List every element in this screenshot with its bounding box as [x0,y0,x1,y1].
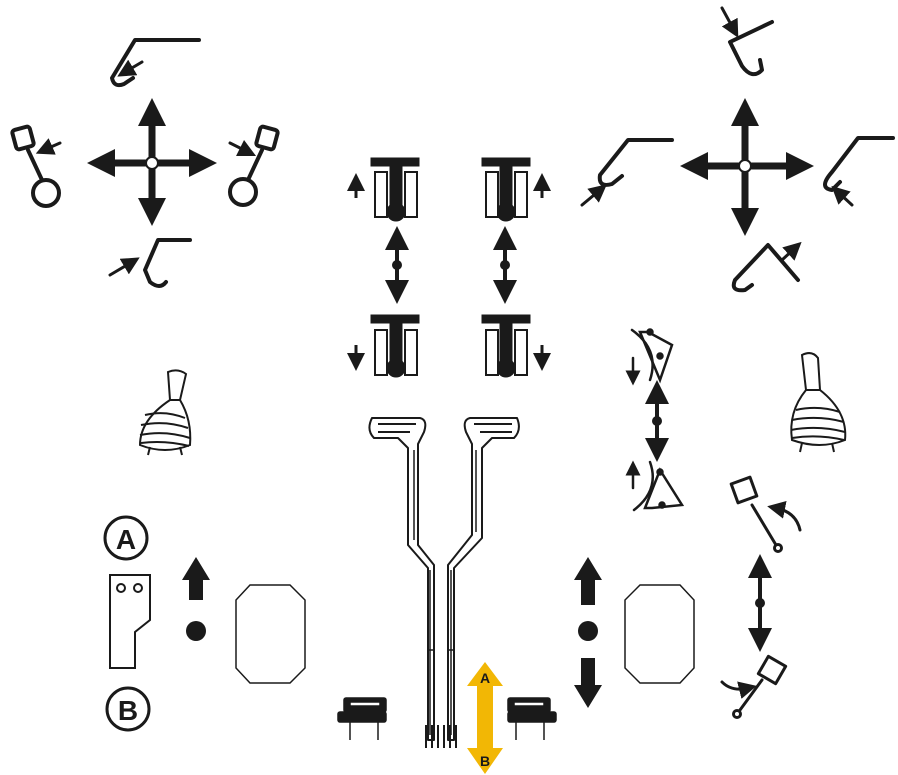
boom-arm-down-icon [108,238,192,288]
foot-pedal-icon [337,697,387,740]
direction-arrows-icon [87,98,217,226]
stabilizer-right-updown-arrows [493,226,517,304]
travel-direction-arrow: A B [467,662,503,774]
stabilizer-controls [347,157,551,378]
travel-lever-icon [368,417,520,748]
circle-b [105,686,151,732]
stabilizer-down-icon [347,314,420,378]
foot-pedal-icon [507,697,557,740]
bucket-curl-icon [720,6,774,77]
joystick-icon [138,369,192,456]
stabilizer-up-icon [347,157,420,222]
right-joystick-direction-group [580,6,895,293]
direction-arrows-icon [680,98,814,236]
blade-up-icon [625,328,674,386]
boom-swing-updown-arrows [748,554,772,652]
blade-down-icon [625,460,685,512]
blade-controls [625,328,685,512]
stabilizer-down-icon [481,314,551,378]
boom-swing-icon [720,654,788,719]
label-b: B [118,695,138,726]
stabilizer-up-icon [481,157,551,222]
pedal-outline-right [624,584,695,684]
boom-arm-down-icon [823,136,895,207]
circle-a [103,515,149,561]
selector-lever-icon [109,574,151,669]
stabilizer-left-updown-arrows [385,226,409,304]
pedal-updown-arrows [574,557,602,708]
boom-arm-up-icon [580,138,674,207]
pattern-selector: A B [103,515,210,732]
swing-right-icon [228,124,280,207]
boom-arm-up-icon [110,38,201,88]
boom-swing-icon [729,475,802,553]
arrow-label-b: B [480,753,490,769]
bucket-dump-icon [731,241,802,293]
pedal-outline-left [235,584,306,684]
arrow-label-a: A [480,670,490,686]
boom-swing-controls [720,475,802,719]
joystick-icon [790,352,847,453]
swing-left-icon [10,124,62,208]
selector-up-arrow [182,557,210,641]
left-joystick-direction-group [10,38,280,288]
label-a: A [116,524,136,555]
blade-updown-arrows [645,380,669,462]
